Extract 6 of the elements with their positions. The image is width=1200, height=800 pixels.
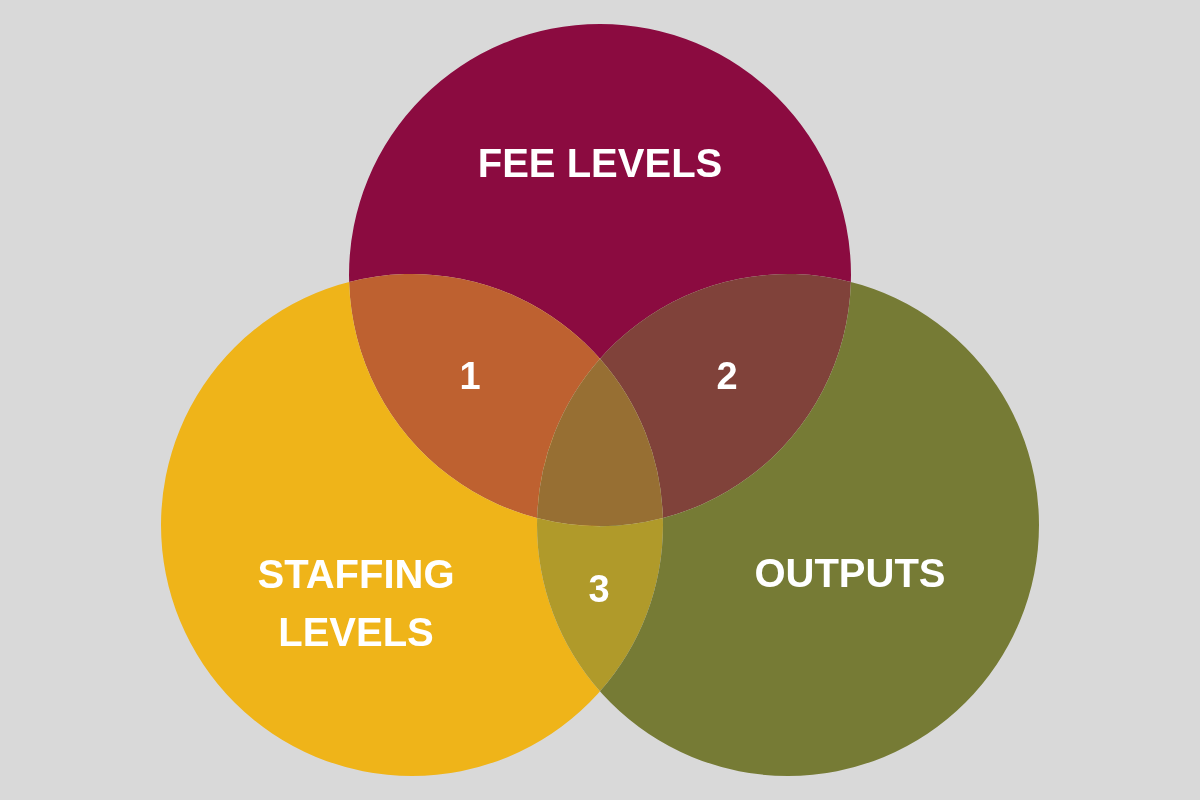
region-number: 1 <box>459 354 481 400</box>
circle-label: OUTPUTS <box>753 550 947 597</box>
region-number: 3 <box>588 567 610 613</box>
circle-label: FEE LEVELS <box>476 140 724 187</box>
circle-label: STAFFING LEVELS <box>256 551 456 656</box>
region-number: 2 <box>716 354 738 400</box>
